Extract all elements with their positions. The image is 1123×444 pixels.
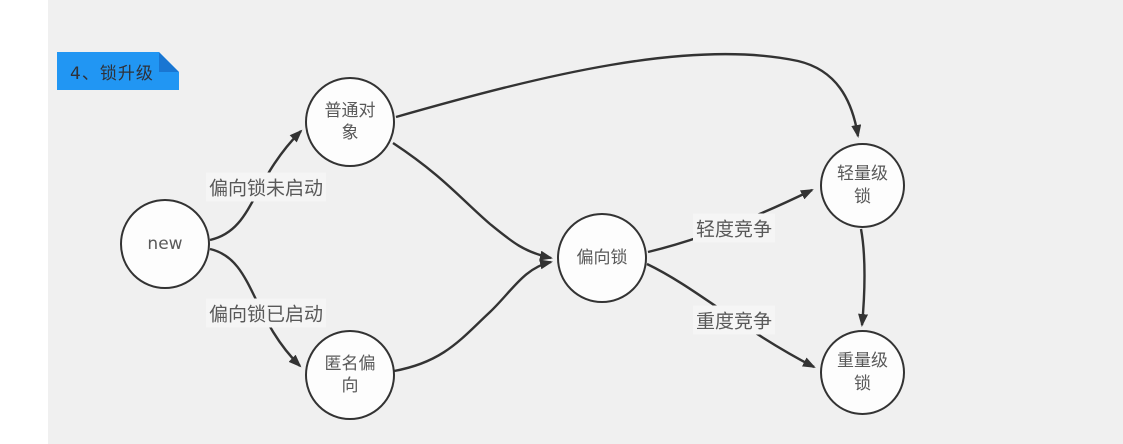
edge-label-light-contention: 轻度竞争 [692,213,776,243]
left-margin-strip [0,0,48,444]
node-biased-lock: 偏向锁 [557,213,647,303]
node-new-label: new [147,233,183,254]
title-badge-label: 4、锁升级 [70,63,154,84]
node-anonymous-biased: 匿名偏向 [305,330,395,420]
edge-label-heavy-contention: 重度竞争 [692,305,776,335]
node-heavyweight-lock: 重量级锁 [820,330,905,415]
node-anonymous-biased-label: 匿名偏向 [324,353,376,396]
node-normal-object-label: 普通对象 [324,100,376,143]
node-normal-object: 普通对象 [305,77,395,167]
edge-anonymous-biased-to-biased-lock [393,259,553,373]
node-biased-lock-label: 偏向锁 [576,247,628,268]
node-new: new [120,199,210,289]
node-lightweight-lock-label: 轻量级锁 [837,164,888,207]
title-badge: 4、锁升级 [57,52,179,90]
edge-label-biased-lock-started: 偏向锁已启动 [205,298,327,328]
edge-normal-object-to-biased-lock [392,141,553,261]
edge-normal-object-to-lightweight-lock [395,52,862,138]
node-heavyweight-lock-label: 重量级锁 [837,351,888,394]
node-lightweight-lock: 轻量级锁 [820,143,905,228]
edge-label-biased-lock-not-started: 偏向锁未启动 [205,172,327,202]
edge-lightweight-lock-to-heavyweight-lock [858,228,869,327]
edge-new-to-anonymous-biased [209,247,302,368]
